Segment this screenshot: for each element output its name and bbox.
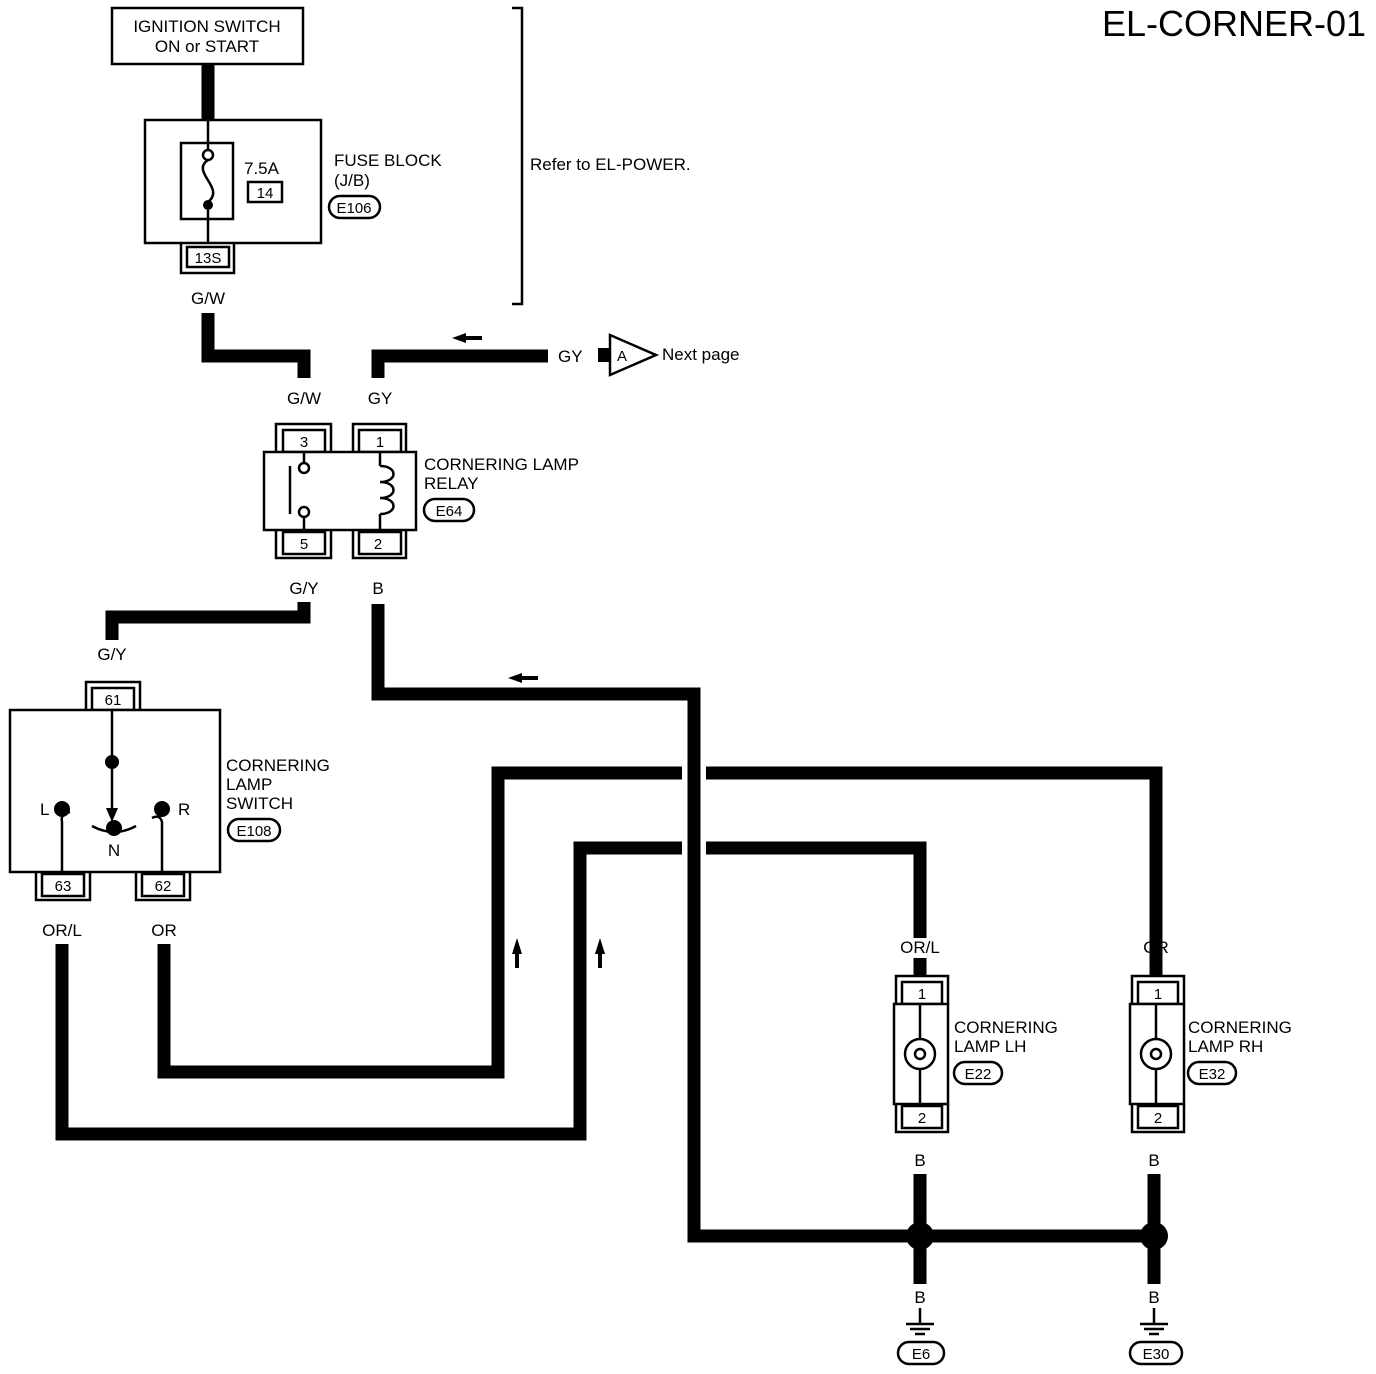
fuse-rating: 7.5A [244,159,280,178]
relay-pin-2: 2 [374,536,382,553]
lamp-lh-label-2: LAMP LH [954,1037,1026,1056]
wire-label-gy-next: GY [558,347,583,366]
switch-pin-62: 62 [155,878,172,895]
wire-label-b-ground-rh: B [1148,1288,1159,1307]
switch-pin-63: 63 [55,878,72,895]
wire-label-orl-lamp: OR/L [900,938,940,957]
switch-connector: E108 [236,823,271,840]
relay-pin-5: 5 [300,536,308,553]
flow-arrow-b [508,673,538,683]
wire-or [157,766,682,1079]
wire-gy [371,349,548,378]
relay-pin-1: 1 [376,434,384,451]
switch-pos-r: R [178,800,190,819]
fuse-block: 7.5A 14 FUSE BLOCK (J/B) E106 [143,118,442,245]
switch-label-1: CORNERING [226,756,330,775]
switch-label-3: SWITCH [226,794,293,813]
lamp-lh-label-1: CORNERING [954,1018,1058,1037]
ground-symbol-rh [1140,1308,1168,1336]
lamp-rh-connector: E32 [1199,1066,1226,1083]
cornering-lamp-switch: 61 L R N 63 62 CORNERING LAMP SWITCH E10… [8,680,330,902]
lamp-rh-pin-2: 2 [1154,1110,1162,1127]
next-page-marker-label: A [617,348,627,365]
next-page-marker [608,333,660,377]
wire-label-b-ground-lh: B [914,1288,925,1307]
wire-orl [55,841,682,1141]
wire-label-b-lamp-lh: B [914,1151,925,1170]
refer-bracket [512,6,524,306]
refer-note: Refer to EL-POWER. [530,155,691,174]
switch-pos-l: L [40,800,49,819]
wire-label-gy-relay-out: G/Y [289,579,318,598]
cornering-lamp-relay: 3 1 5 2 CORNERING LAMP RELAY E64 [262,422,579,560]
wire-label-gy-relay: GY [368,389,393,408]
lamp-rh-pin-1: 1 [1154,986,1162,1003]
flow-arrow-orl [595,938,605,968]
relay-connector: E64 [436,503,463,520]
wire-gw [201,313,311,378]
wire-label-b-lamp-rh: B [1148,1151,1159,1170]
flow-arrow-gy [452,333,482,343]
wire-label-orl-switch: OR/L [42,921,82,940]
lamp-rh-label-2: LAMP RH [1188,1037,1263,1056]
relay-label-2: RELAY [424,474,479,493]
fuse-block-label-1: FUSE BLOCK [334,151,442,170]
wire-orl-cont [706,841,927,938]
ground-rh-connector: E30 [1143,1346,1170,1363]
wire-label-gw-fuse: G/W [191,289,225,308]
fuse-terminal-label: 13S [195,250,222,267]
flow-arrow-or [512,938,522,968]
wire-label-gw-relay: G/W [287,389,321,408]
wire-or-cont [706,766,1163,960]
next-page-text: Next page [662,345,740,364]
fuse-block-label-2: (J/B) [334,171,370,190]
ignition-label-2: ON or START [155,37,259,56]
lamp-lh-pin-1: 1 [918,986,926,1003]
ground-lh-badge [896,1340,946,1366]
ground-rh-badge [1128,1340,1184,1366]
wire-gy-switch [105,602,311,640]
lamp-lh-pin-2: 2 [918,1110,926,1127]
splice-rh [1140,1222,1168,1250]
splice-lh [906,1222,934,1250]
switch-label-2: LAMP [226,775,272,794]
relay-label-1: CORNERING LAMP [424,455,579,474]
wire-label-or-lamp: OR [1143,938,1169,957]
cornering-lamp-rh: 1 2 CORNERING LAMP RH E32 [1128,974,1292,1134]
next-page-stub [598,348,610,362]
fuse-number: 14 [257,185,274,202]
wire-label-or-switch: OR [151,921,177,940]
wire-label-b-relay: B [372,579,383,598]
fuse-block-connector: E106 [336,200,371,217]
page-title: EL-CORNER-01 [1102,3,1366,44]
relay-pin-3: 3 [300,434,308,451]
ignition-label-1: IGNITION SWITCH [133,17,280,36]
ground-lh-connector: E6 [912,1346,930,1363]
cornering-lamp-lh: 1 2 CORNERING LAMP LH E22 [892,974,1058,1134]
wire-b-relay-ground [371,604,922,1243]
switch-pin-61: 61 [105,692,122,709]
lamp-rh-label-1: CORNERING [1188,1018,1292,1037]
ignition-switch-box: IGNITION SWITCH ON or START [110,6,305,66]
wire-label-gy-switch: G/Y [97,645,126,664]
ground-symbol-lh [906,1308,934,1336]
fuse-terminal-connector: 13S [179,243,236,275]
switch-pos-n: N [108,841,120,860]
lamp-lh-connector: E22 [965,1066,992,1083]
